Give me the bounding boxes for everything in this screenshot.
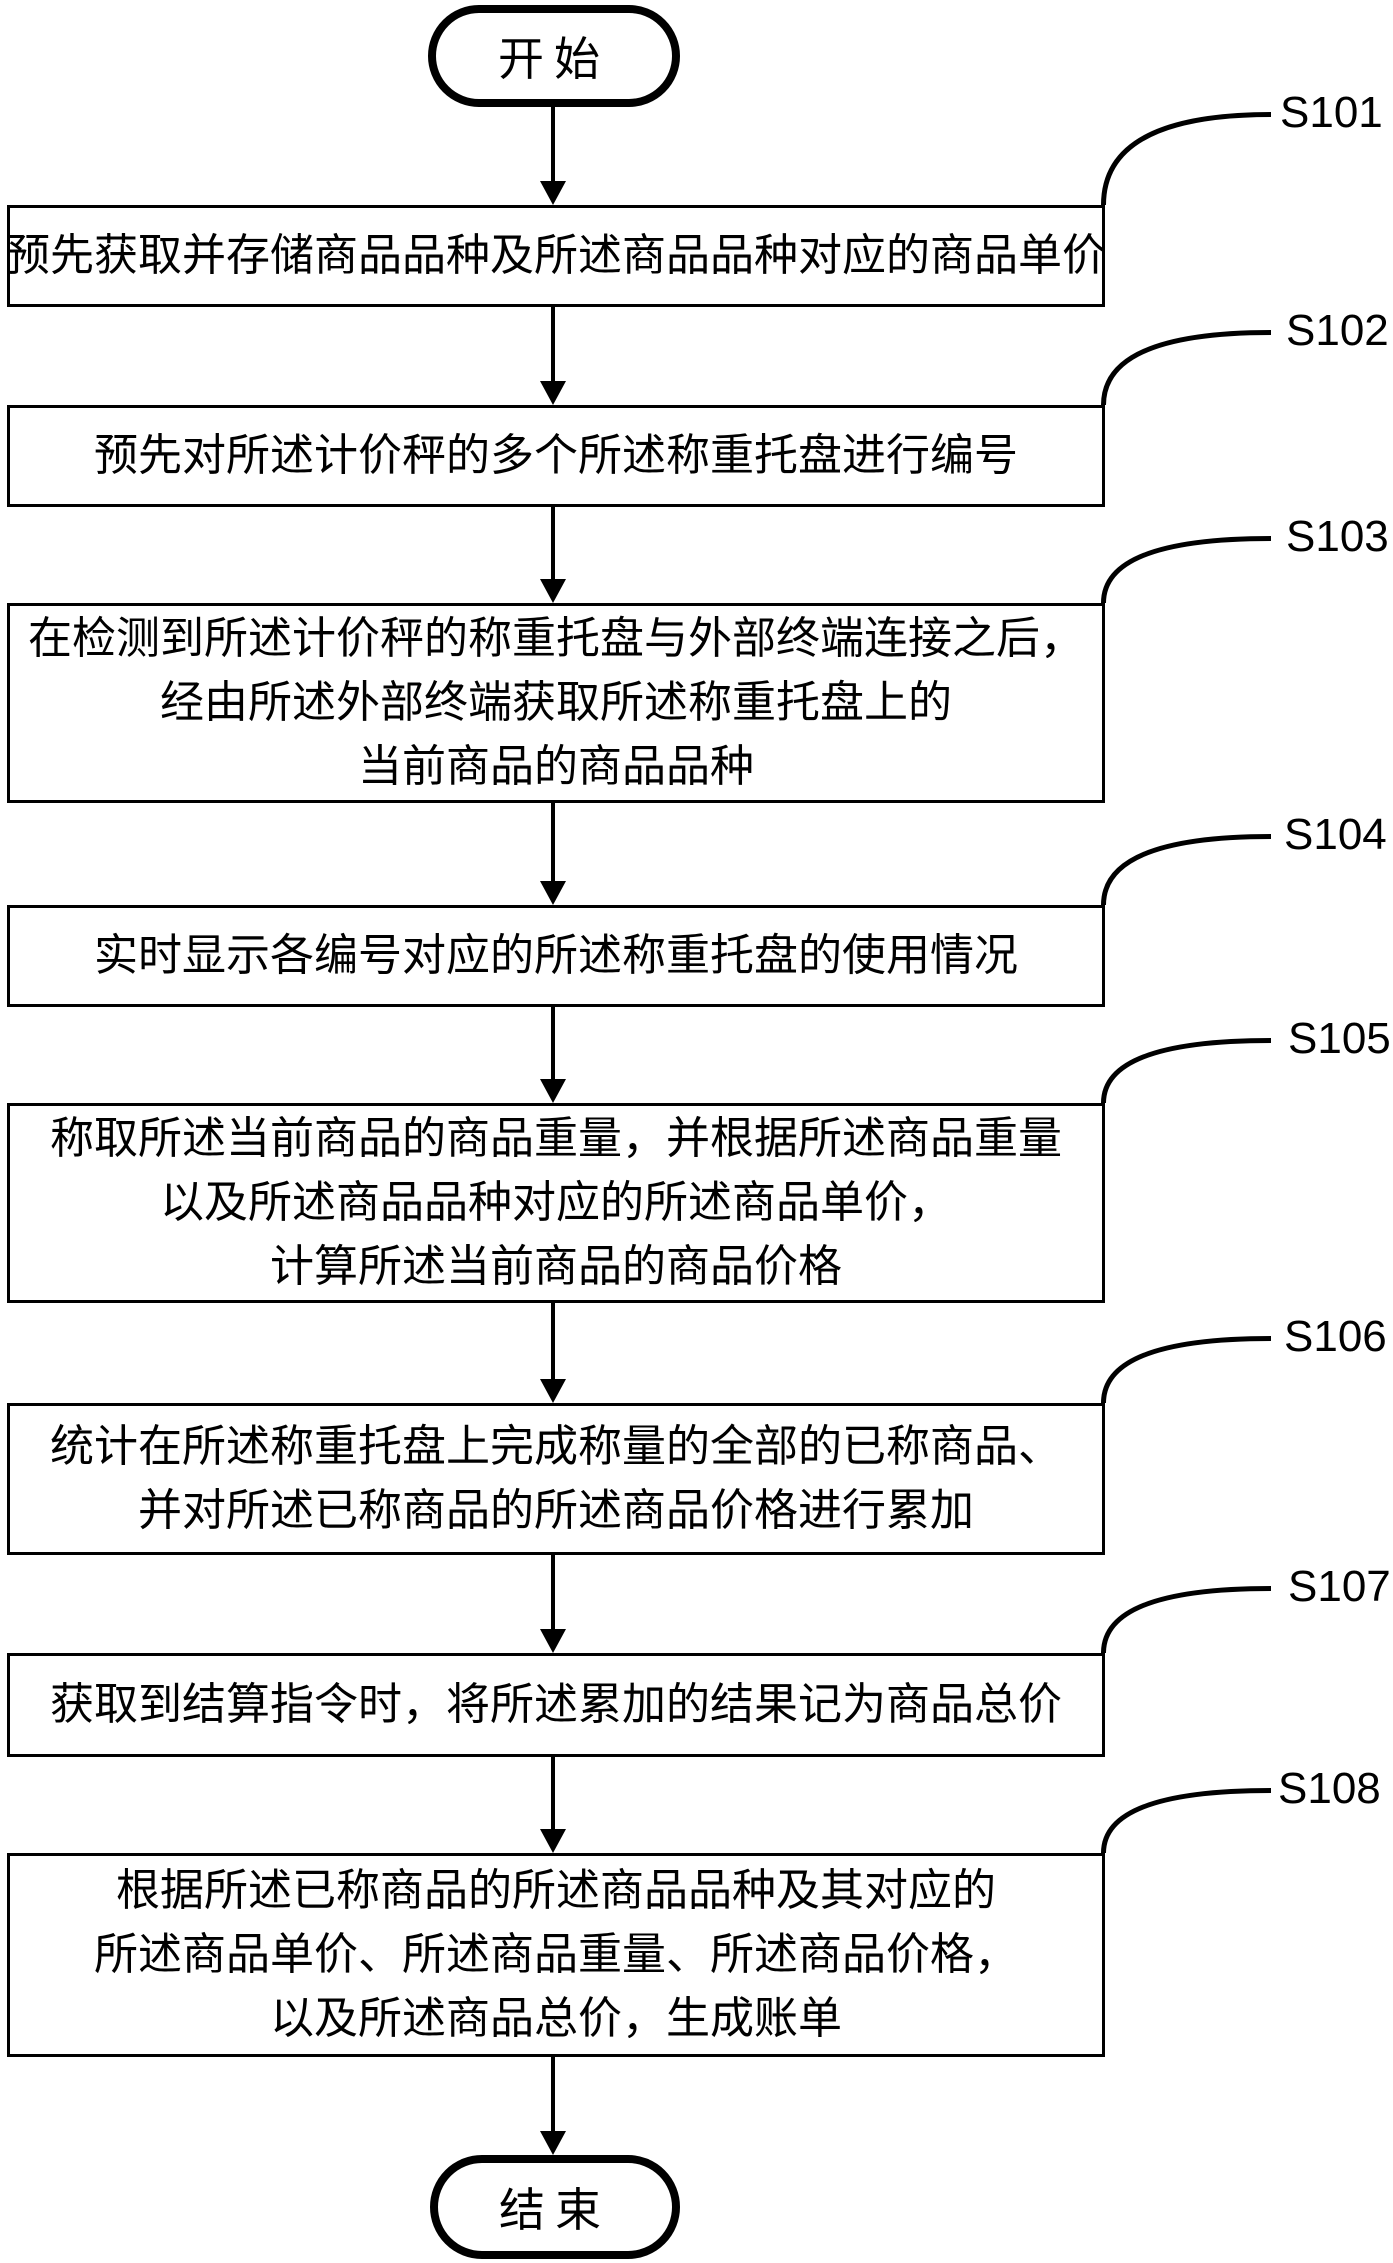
- leader-curve-s102: [1101, 330, 1272, 406]
- flow-arrow-head: [540, 1079, 566, 1103]
- flow-arrow-line: [551, 1303, 555, 1381]
- leader-curve-s106: [1101, 1336, 1272, 1404]
- flow-arrow-line: [551, 107, 555, 185]
- step-label-s101: S101: [1280, 88, 1383, 137]
- step-label-s106: S106: [1284, 1312, 1387, 1361]
- process-box-s103: 在检测到所述计价秤的称重托盘与外部终端连接之后， 经由所述外部终端获取所述称重托…: [7, 603, 1105, 803]
- leader-curve-s103: [1101, 536, 1272, 604]
- flow-arrow-head: [540, 881, 566, 905]
- flow-arrow-head: [540, 1829, 566, 1853]
- start-terminal: 开始: [428, 5, 680, 107]
- end-terminal: 结束: [430, 2155, 680, 2259]
- flow-arrow-line: [551, 1007, 555, 1079]
- process-text: 以及所述商品品种对应的所述商品单价，: [160, 1178, 952, 1227]
- flow-arrow-line: [551, 1757, 555, 1831]
- flow-arrow-head: [540, 2131, 566, 2155]
- flow-arrow-line: [551, 2057, 555, 2133]
- process-text: 预先获取并存储商品品种及所述商品品种对应的商品单价: [6, 231, 1106, 280]
- leader-curve-s108: [1101, 1788, 1272, 1854]
- process-box-s107: 获取到结算指令时，将所述累加的结果记为商品总价: [7, 1653, 1105, 1757]
- step-label-s104: S104: [1284, 810, 1387, 859]
- process-text: 所述商品单价、所述商品重量、所述商品价格，: [94, 1930, 1018, 1979]
- flow-arrow-head: [540, 381, 566, 405]
- leader-curve-s105: [1101, 1038, 1272, 1104]
- process-text: 预先对所述计价秤的多个所述称重托盘进行编号: [94, 431, 1018, 480]
- process-text: 经由所述外部终端获取所述称重托盘上的: [160, 678, 952, 727]
- end-terminal-label: 结束: [499, 2185, 611, 2236]
- flow-arrow-head: [540, 1379, 566, 1403]
- step-label-s103: S103: [1286, 512, 1389, 561]
- flow-arrow-head: [540, 579, 566, 603]
- flow-arrow-line: [551, 1555, 555, 1629]
- step-label-s105: S105: [1288, 1014, 1391, 1063]
- step-label-s102: S102: [1286, 306, 1389, 355]
- flow-arrow-line: [551, 803, 555, 883]
- process-text: 统计在所述称重托盘上完成称量的全部的已称商品、: [50, 1422, 1062, 1471]
- flow-arrow-line: [551, 307, 555, 383]
- process-text: 获取到结算指令时，将所述累加的结果记为商品总价: [50, 1680, 1062, 1729]
- process-box-s106: 统计在所述称重托盘上完成称量的全部的已称商品、 并对所述已称商品的所述商品价格进…: [7, 1403, 1105, 1555]
- process-box-s104: 实时显示各编号对应的所述称重托盘的使用情况: [7, 905, 1105, 1007]
- process-box-s101: 预先获取并存储商品品种及所述商品品种对应的商品单价: [6, 205, 1106, 307]
- step-label-s108: S108: [1278, 1764, 1381, 1813]
- process-text: 在检测到所述计价秤的称重托盘与外部终端连接之后，: [28, 614, 1084, 663]
- leader-curve-s104: [1101, 834, 1272, 906]
- leader-curve-s107: [1101, 1586, 1272, 1654]
- process-text: 当前商品的商品品种: [358, 742, 754, 791]
- process-text: 计算所述当前商品的商品价格: [270, 1242, 842, 1291]
- flow-arrow-line: [551, 507, 555, 579]
- process-box-s108: 根据所述已称商品的所述商品品种及其对应的 所述商品单价、所述商品重量、所述商品价…: [7, 1853, 1105, 2057]
- flow-arrow-head: [540, 181, 566, 205]
- process-text: 以及所述商品总价，生成账单: [270, 1994, 842, 2043]
- flow-arrow-head: [540, 1629, 566, 1653]
- process-text: 并对所述已称商品的所述商品价格进行累加: [138, 1486, 974, 1535]
- process-box-s102: 预先对所述计价秤的多个所述称重托盘进行编号: [7, 405, 1105, 507]
- step-label-s107: S107: [1288, 1562, 1391, 1611]
- process-text: 实时显示各编号对应的所述称重托盘的使用情况: [94, 931, 1018, 980]
- leader-curve-s101: [1101, 112, 1272, 206]
- start-terminal-label: 开始: [498, 34, 610, 85]
- process-text: 根据所述已称商品的所述商品品种及其对应的: [116, 1866, 996, 1915]
- process-text: 称取所述当前商品的商品重量，并根据所述商品重量: [50, 1114, 1062, 1163]
- process-box-s105: 称取所述当前商品的商品重量，并根据所述商品重量 以及所述商品品种对应的所述商品单…: [7, 1103, 1105, 1303]
